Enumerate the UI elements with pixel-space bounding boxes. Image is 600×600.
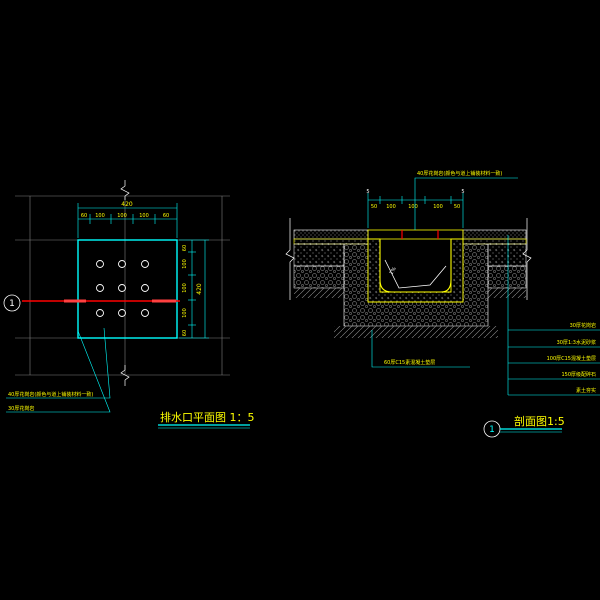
section-top-note: 40厚花岗岩(颜色与道上铺装材料一致) <box>417 170 502 177</box>
section-paving-left <box>293 229 369 240</box>
plan-section-marker-label: 1 <box>9 299 15 309</box>
plan-note-1: 40厚花岗岩(颜色与道上铺装材料一致) <box>8 391 93 398</box>
plan-note-2: 30厚花岗岩 <box>8 405 34 412</box>
section-paving-right <box>462 229 527 240</box>
section-top-dim: 100 <box>408 204 418 210</box>
section-top-dim: 50 <box>454 204 460 210</box>
section-bottom-note: 60厚C15素混凝土垫层 <box>384 359 435 366</box>
section-ground-right <box>488 288 526 298</box>
section-ground-left <box>294 288 344 298</box>
plan-right-overall-dim: 420 <box>196 283 203 295</box>
plan-break-mark-bottom <box>120 365 130 386</box>
drain-hole <box>118 284 126 292</box>
plan-right-dim: 60 <box>182 330 188 336</box>
section-mortar-left <box>293 238 369 245</box>
section-bottom-leader <box>371 330 470 368</box>
plan-right-dim: 100 <box>182 259 188 269</box>
section-layer-note: 30厚1:3水泥砂浆 <box>557 339 596 346</box>
section-concrete-right <box>487 243 527 267</box>
plan-leader-1 <box>6 327 111 399</box>
plan-view: 1 420 60 100 100 100 60 60 <box>3 180 255 429</box>
section-top-small: 5 <box>366 189 369 195</box>
drain-grate-outline <box>77 239 178 339</box>
drain-hole <box>141 284 149 292</box>
section-gravel-under-drain <box>343 243 489 327</box>
plan-break-mark-top <box>120 180 130 200</box>
drain-hole <box>141 260 149 268</box>
section-slope-label: 1% <box>389 266 398 276</box>
section-concrete-left <box>293 243 345 267</box>
section-slope-line <box>384 259 447 289</box>
section-marker-label: 1 <box>489 425 495 435</box>
plan-right-dim: 100 <box>182 308 188 318</box>
plan-section-marker-circle <box>3 294 21 312</box>
drain-hole <box>96 284 104 292</box>
section-top-dim: 50 <box>371 204 377 210</box>
plan-leader-2 <box>6 330 111 413</box>
section-gravel-left <box>293 265 345 289</box>
plan-top-overall-dim: 420 <box>121 201 133 208</box>
plan-right-dim: 100 <box>182 283 188 293</box>
section-grate <box>367 229 464 240</box>
drain-hole <box>96 260 104 268</box>
section-layer-note: 30厚花岗岩 <box>570 322 596 329</box>
section-top-small: 5 <box>461 189 464 195</box>
section-title: 剖面图1:5 <box>514 414 565 428</box>
section-break-mark-right <box>522 218 532 300</box>
plan-top-dim: 60 <box>163 213 169 219</box>
drain-hole <box>118 309 126 317</box>
section-top-dim: 100 <box>433 204 443 210</box>
drain-hole <box>141 309 149 317</box>
section-top-leader <box>414 177 518 230</box>
plan-top-dim: 100 <box>139 213 149 219</box>
plan-top-dim: 60 <box>81 213 87 219</box>
section-break-mark-left <box>285 218 295 300</box>
section-layer-note: 150厚级配碎石 <box>561 371 596 378</box>
section-layer-note: 100厚C15混凝土垫层 <box>547 355 596 362</box>
plan-title: 排水口平面图 1：5 <box>160 410 255 424</box>
drain-holes <box>96 260 149 317</box>
section-top-dim: 100 <box>386 204 396 210</box>
section-drain-channel <box>379 239 452 293</box>
drain-hole <box>96 309 104 317</box>
section-view: 1% 5 5 50 100 100 100 50 40厚花岗岩(颜色与道上铺装材… <box>285 170 600 438</box>
plan-top-dim: 100 <box>117 213 127 219</box>
plan-right-dim: 60 <box>182 245 188 251</box>
section-layer-note: 素土夯实 <box>576 387 596 394</box>
section-gravel-right <box>487 265 527 289</box>
section-mortar-right <box>462 238 527 245</box>
plan-top-dim: 100 <box>95 213 105 219</box>
section-ground-under-drain <box>334 326 498 338</box>
drain-hole <box>118 260 126 268</box>
